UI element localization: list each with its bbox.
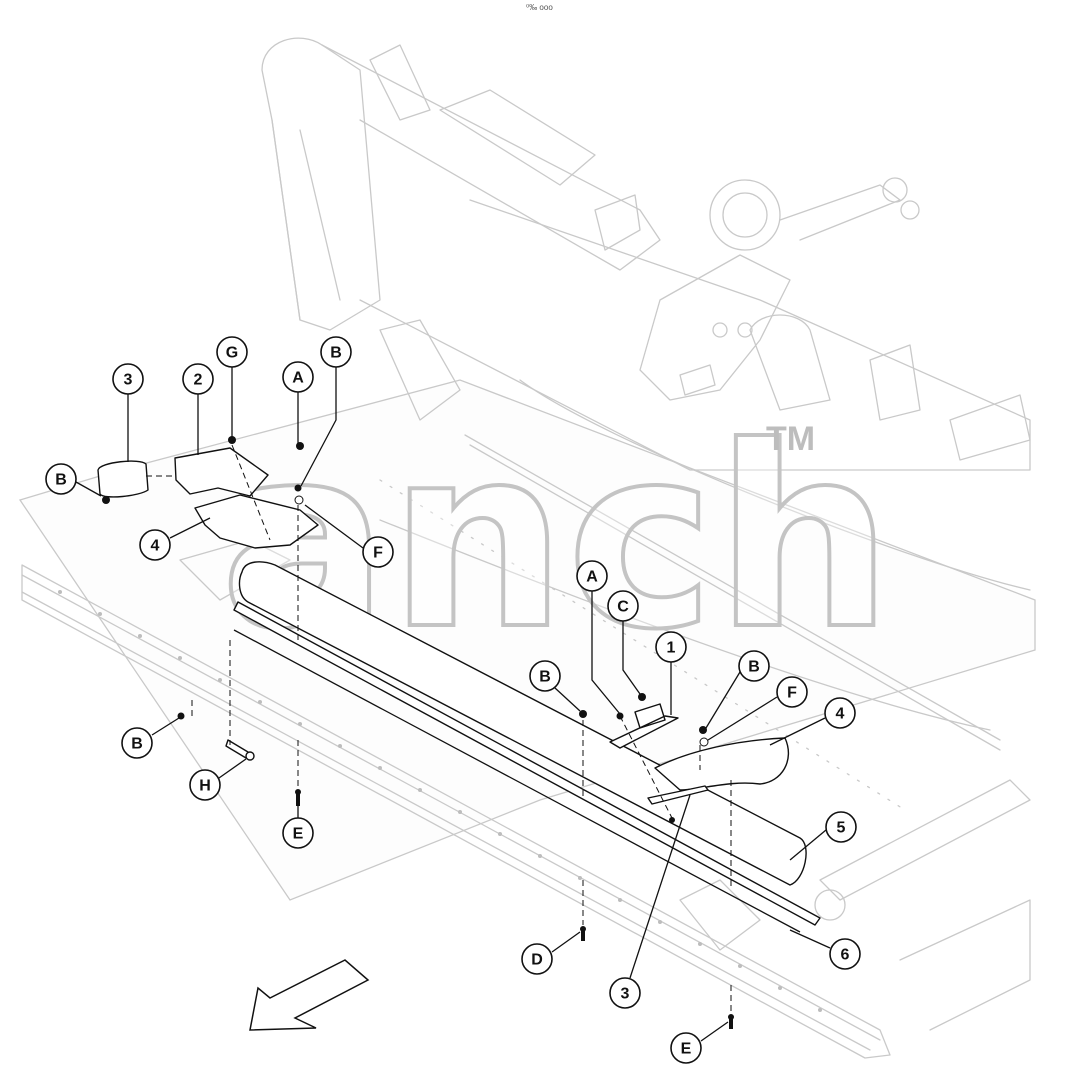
callout-circle: [609, 977, 641, 1009]
callout-B: B: [121, 727, 153, 759]
callout-B: B: [45, 463, 77, 495]
callout-3: 3: [609, 977, 641, 1009]
part-3-upper: [97, 460, 149, 498]
callout-1: 1: [655, 631, 687, 663]
callout-label: 3: [124, 372, 133, 389]
watermark-trademark: TM: [766, 420, 815, 458]
callout-circle: [670, 1032, 702, 1064]
callout-circle: [529, 660, 561, 692]
cutterbar-holes: [58, 590, 822, 1012]
callout-label: A: [586, 569, 598, 586]
callout-label: B: [330, 345, 342, 362]
callout-circle: [282, 817, 314, 849]
callout-circle: [655, 631, 687, 663]
callout-label: G: [226, 345, 238, 362]
callout-label: 5: [837, 820, 846, 837]
callout-E: E: [670, 1032, 702, 1064]
callout-A: A: [282, 361, 314, 393]
callout-F: F: [776, 676, 808, 708]
fasteners: [102, 436, 734, 1029]
callout-label: D: [531, 952, 543, 969]
direction-arrow: [249, 959, 370, 1031]
callout-label: 6: [841, 947, 850, 964]
callout-3: 3: [112, 363, 144, 395]
callout-A: A: [576, 560, 608, 592]
callout-circle: [607, 590, 639, 622]
callout-circle: [282, 361, 314, 393]
callout-circle: [189, 769, 221, 801]
leaders: [75, 367, 831, 1042]
callout-circle: [738, 650, 770, 682]
callout-E: E: [282, 817, 314, 849]
part-2-bracket: [174, 447, 269, 497]
callout-circle: [362, 536, 394, 568]
callout-circle: [139, 529, 171, 561]
callout-label: F: [787, 685, 797, 702]
assembly-lines: [146, 444, 732, 1015]
callout-label: 1: [667, 640, 676, 657]
callout-4: 4: [139, 529, 171, 561]
callout-2: 2: [182, 363, 214, 395]
callout-circle: [776, 676, 808, 708]
callout-label: F: [373, 545, 383, 562]
callout-circle: [112, 363, 144, 395]
callout-B: B: [320, 336, 352, 368]
callout-circle: [45, 463, 77, 495]
part-5-plate: [238, 561, 807, 886]
part-4-upper: [194, 494, 319, 549]
callout-label: B: [55, 472, 67, 489]
callout-B: B: [529, 660, 561, 692]
part-4-lower: [654, 737, 790, 791]
callout-circle: [182, 363, 214, 395]
callout-label: A: [292, 370, 304, 387]
callout-circle: [121, 727, 153, 759]
callout-label: H: [199, 778, 211, 795]
callout-circle: [521, 943, 553, 975]
callout-F: F: [362, 536, 394, 568]
callout-label: 4: [151, 538, 160, 555]
callout-label: E: [293, 826, 304, 843]
callout-circle: [320, 336, 352, 368]
callout-label: C: [617, 599, 629, 616]
callout-label: 2: [194, 372, 203, 389]
callout-label: B: [539, 669, 551, 686]
callout-label: 3: [621, 986, 630, 1003]
callout-label: E: [681, 1041, 692, 1058]
callout-circle: [824, 697, 856, 729]
callout-6: 6: [829, 938, 861, 970]
callout-label: B: [748, 659, 760, 676]
callout-C: C: [607, 590, 639, 622]
callout-B: B: [738, 650, 770, 682]
header-code: ⁰‰ ooo: [526, 3, 553, 12]
callout-circle: [829, 938, 861, 970]
callout-G: G: [216, 336, 248, 368]
callout-4: 4: [824, 697, 856, 729]
callout-circle: [825, 811, 857, 843]
callout-circle: [576, 560, 608, 592]
callout-label: B: [131, 736, 143, 753]
callout-circle: [216, 336, 248, 368]
callout-label: 4: [836, 706, 845, 723]
callout-5: 5: [825, 811, 857, 843]
part-1-bracket: [609, 703, 679, 749]
callout-H: H: [189, 769, 221, 801]
callout-D: D: [521, 943, 553, 975]
